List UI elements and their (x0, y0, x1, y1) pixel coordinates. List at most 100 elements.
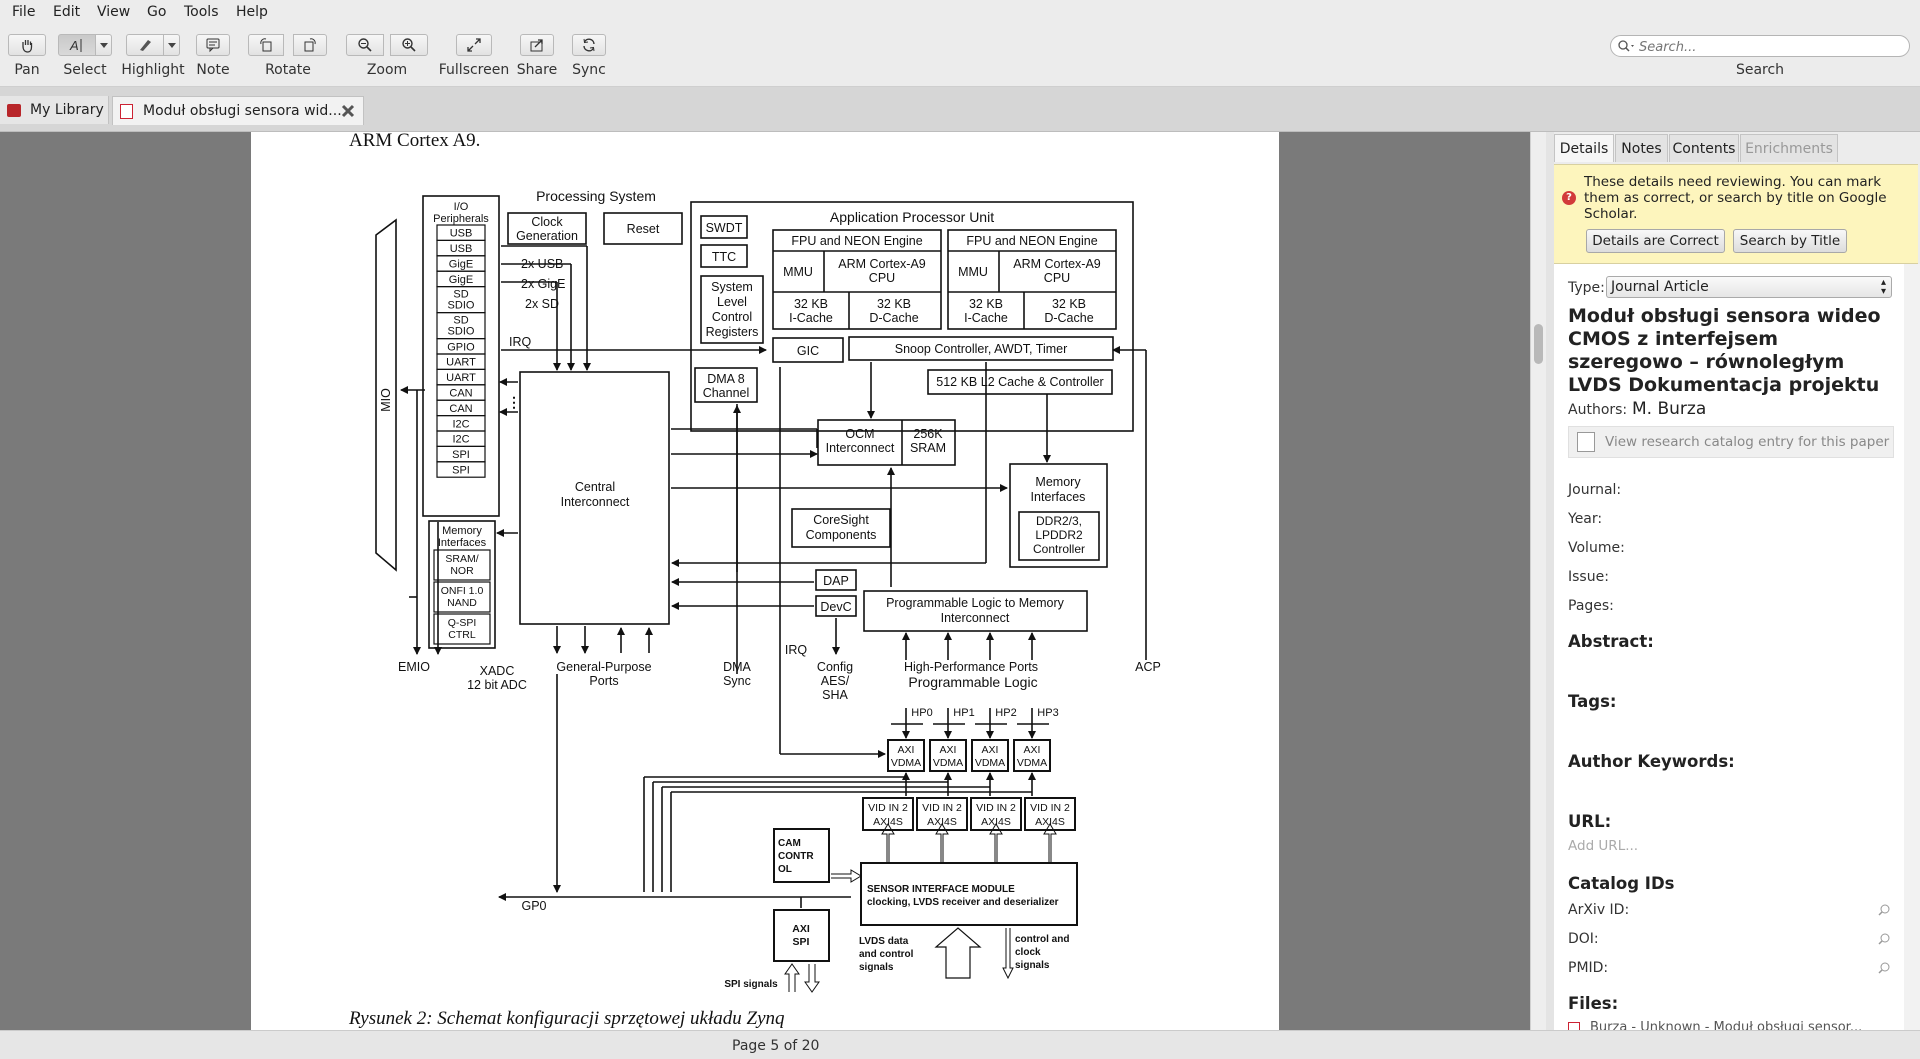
note-button[interactable] (196, 34, 230, 56)
zoom-in-button[interactable] (390, 34, 428, 56)
highlight-button[interactable] (126, 34, 164, 56)
menu-view[interactable]: View (97, 4, 131, 20)
viewer-scrollbar[interactable] (1530, 132, 1547, 1030)
label-config-0: Config (817, 660, 853, 674)
rotate-left-button[interactable] (248, 34, 284, 56)
swdt-box (700, 215, 748, 239)
label-memif-2: Interfaces (438, 537, 487, 549)
details-correct-button[interactable]: Details are Correct (1586, 229, 1725, 253)
warning-icon: ? (1562, 191, 1576, 205)
document-viewer[interactable]: ARM Cortex A9. (0, 132, 1530, 1030)
search-box[interactable] (1610, 35, 1910, 57)
menu-go[interactable]: Go (147, 4, 167, 20)
label-coresight-1: CoreSight (813, 513, 869, 527)
label-vdma1-1: AXI (940, 744, 957, 756)
menu-edit[interactable]: Edit (53, 4, 81, 20)
tab-contents[interactable]: Contents (1669, 134, 1739, 162)
label-devc: DevC (820, 600, 851, 614)
io-cell-label: SPI (452, 449, 470, 461)
label-vdma0-1: AXI (898, 744, 915, 756)
select-dropdown[interactable] (96, 34, 112, 56)
mio-block (375, 218, 397, 572)
tab-notes[interactable]: Notes (1615, 134, 1668, 162)
rotate-right-button[interactable] (293, 34, 327, 56)
close-tab-icon[interactable] (341, 104, 355, 118)
label-io-2: Peripherals (433, 213, 489, 225)
rotate-label: Rotate (265, 62, 311, 78)
dma-box (694, 367, 758, 403)
arxiv-lookup-icon[interactable] (1878, 904, 1890, 916)
label-ttc: TTC (712, 250, 736, 264)
note-icon (206, 38, 220, 53)
label-vdma0-2: VDMA (891, 757, 921, 769)
viewer-scrollbar-thumb[interactable] (1534, 324, 1543, 364)
rotate-right-icon (304, 38, 316, 52)
label-memif-pl-1: Memory (1035, 475, 1081, 489)
menu-tools[interactable]: Tools (184, 4, 219, 20)
doi-lookup-icon[interactable] (1878, 933, 1890, 945)
menu-file[interactable]: File (12, 4, 36, 20)
label-vid2-1: VID IN 2 (976, 802, 1016, 814)
tab-enrichments[interactable]: Enrichments (1740, 134, 1838, 162)
year-label: Year: (1568, 511, 1603, 527)
label-central-1: Central (575, 480, 615, 494)
label-memif-1: Memory (442, 525, 482, 537)
share-button[interactable] (520, 34, 554, 56)
zoom-out-button[interactable] (346, 34, 384, 56)
search-by-title-button[interactable]: Search by Title (1733, 229, 1847, 253)
label-irq2: IRQ (785, 643, 808, 657)
pmid-lookup-icon[interactable] (1878, 962, 1890, 974)
details-scrollbar[interactable] (1904, 264, 1920, 1030)
fullscreen-button[interactable] (456, 34, 492, 56)
select-label: Select (63, 62, 107, 78)
io-cell-label: GigE (449, 274, 473, 286)
select-button[interactable]: A (58, 34, 96, 56)
label-mmu-1: MMU (958, 265, 988, 279)
vid-in-0 (862, 797, 914, 831)
details-panel: Type: Journal Article ▴▾ Moduł obsługi s… (1554, 264, 1904, 1030)
sync-button[interactable] (572, 34, 606, 56)
label-gp-2: Ports (589, 674, 618, 688)
issue-label: Issue: (1568, 569, 1609, 585)
catalog-entry-link[interactable]: View research catalog entry for this pap… (1568, 426, 1894, 458)
zoom-label: Zoom (366, 62, 408, 78)
ocm-box (817, 419, 956, 466)
search-icon (1618, 40, 1634, 52)
dap-box (815, 569, 857, 591)
slcr-box (700, 275, 764, 344)
io-cell-label: USB (450, 243, 473, 255)
cpu0-box (772, 229, 942, 330)
label-ddr-1: LPDDR2 (1035, 528, 1083, 542)
io-peripherals-box (422, 195, 500, 517)
svg-text:A: A (69, 38, 79, 53)
label-cpu-1b: CPU (1044, 271, 1070, 285)
label-vid2-2: AXI4S (981, 816, 1011, 828)
menu-help[interactable]: Help (236, 4, 268, 20)
label-hp3: HP3 (1037, 707, 1058, 719)
label-processing-system: Processing System (536, 188, 656, 204)
pan-button[interactable] (8, 34, 46, 56)
highlight-dropdown[interactable] (164, 34, 180, 56)
file-entry[interactable]: Burza - Unknown - Moduł obsługi sensor..… (1590, 1020, 1863, 1030)
add-url-field[interactable]: Add URL... (1568, 838, 1639, 854)
pdf-page: ARM Cortex A9. (251, 132, 1279, 1030)
label-central-2: Interconnect (561, 495, 630, 509)
tab-details[interactable]: Details (1554, 134, 1614, 162)
label-vdma3-1: AXI (1024, 744, 1041, 756)
type-select[interactable]: Journal Article ▴▾ (1606, 276, 1892, 298)
pane-splitter[interactable] (1546, 132, 1554, 1030)
label-dmasync-2: Sync (723, 674, 751, 688)
authors-value[interactable]: M. Burza (1632, 399, 1707, 419)
label-slcr-3: Registers (706, 325, 759, 339)
tab-document[interactable]: Moduł obsługi sensora wid... (112, 96, 364, 125)
details-pane: Details Notes Contents Enrichments ? The… (1554, 132, 1920, 1030)
label-l2: 512 KB L2 Cache & Controller (936, 375, 1103, 389)
label-acp: ACP (1135, 660, 1161, 674)
label-axispi-2: SPI (793, 936, 810, 948)
search-input[interactable] (1637, 38, 1901, 56)
label-sram-1: 256K (913, 427, 943, 441)
label-spi-signals: SPI signals (724, 979, 778, 990)
document-title[interactable]: Moduł obsługi sensora wideo CMOS z inter… (1568, 305, 1881, 396)
tab-my-library[interactable]: My Library (0, 96, 109, 124)
tab-bar: My Library Moduł obsługi sensora wid... (0, 87, 1920, 132)
